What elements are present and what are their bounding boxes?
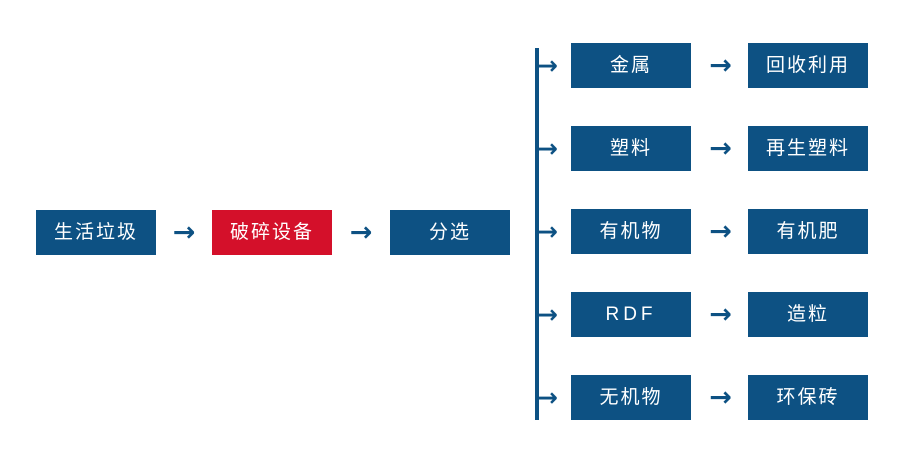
node-input-waste[interactable]: 生活垃圾 xyxy=(36,210,156,255)
branch-arrow-1: → xyxy=(537,43,571,88)
arrow-glyph: → xyxy=(349,217,373,248)
node-label: 破碎设备 xyxy=(229,222,314,243)
node-material-inorganic[interactable]: 无机物 xyxy=(571,375,691,420)
node-sorting[interactable]: 分选 xyxy=(390,210,510,255)
node-label: RDF xyxy=(605,304,657,325)
branch-arrow-3: → xyxy=(537,209,571,254)
node-label: 回收利用 xyxy=(765,55,850,76)
arrow-glyph: → xyxy=(537,300,558,329)
node-label: 有机肥 xyxy=(776,221,840,242)
node-material-organic[interactable]: 有机物 xyxy=(571,209,691,254)
arrow-glyph: → xyxy=(709,133,732,164)
node-label: 生活垃圾 xyxy=(53,222,138,243)
node-product-pelletizing[interactable]: 造粒 xyxy=(748,292,868,337)
node-label: 塑料 xyxy=(609,138,652,159)
arrow-crusher-to-sorting: → xyxy=(338,210,384,255)
node-label: 无机物 xyxy=(599,387,663,408)
node-product-eco-brick[interactable]: 环保砖 xyxy=(748,375,868,420)
branch-arrow-4: → xyxy=(537,292,571,337)
arrow-inorganic-to-ecobrick: → xyxy=(693,375,748,420)
arrow-glyph: → xyxy=(709,50,732,81)
node-material-rdf[interactable]: RDF xyxy=(571,292,691,337)
arrow-metal-to-recycle: → xyxy=(693,43,748,88)
node-label: 环保砖 xyxy=(776,387,840,408)
node-product-regenerated-plastic[interactable]: 再生塑料 xyxy=(748,126,868,171)
branch-arrow-5: → xyxy=(537,375,571,420)
node-label: 分选 xyxy=(428,222,471,243)
branch-arrow-2: → xyxy=(537,126,571,171)
arrow-glyph: → xyxy=(537,51,558,80)
arrow-glyph: → xyxy=(537,383,558,412)
node-material-metal[interactable]: 金属 xyxy=(571,43,691,88)
arrow-glyph: → xyxy=(172,217,196,248)
node-product-recycle[interactable]: 回收利用 xyxy=(748,43,868,88)
arrow-waste-to-crusher: → xyxy=(162,210,206,255)
arrow-rdf-to-pelletizing: → xyxy=(693,292,748,337)
arrow-glyph: → xyxy=(709,216,732,247)
node-crusher-equipment[interactable]: 破碎设备 xyxy=(212,210,332,255)
arrow-plastic-to-regenerated: → xyxy=(693,126,748,171)
arrow-glyph: → xyxy=(537,217,558,246)
node-product-organic-fertilizer[interactable]: 有机肥 xyxy=(748,209,868,254)
node-material-plastic[interactable]: 塑料 xyxy=(571,126,691,171)
arrow-glyph: → xyxy=(709,299,732,330)
arrow-glyph: → xyxy=(709,382,732,413)
node-label: 再生塑料 xyxy=(765,138,850,159)
node-label: 造粒 xyxy=(786,304,829,325)
trunk-vertical-connector xyxy=(535,48,539,420)
node-label: 有机物 xyxy=(599,221,663,242)
arrow-glyph: → xyxy=(537,134,558,163)
arrow-organic-to-fertilizer: → xyxy=(693,209,748,254)
node-label: 金属 xyxy=(609,55,652,76)
